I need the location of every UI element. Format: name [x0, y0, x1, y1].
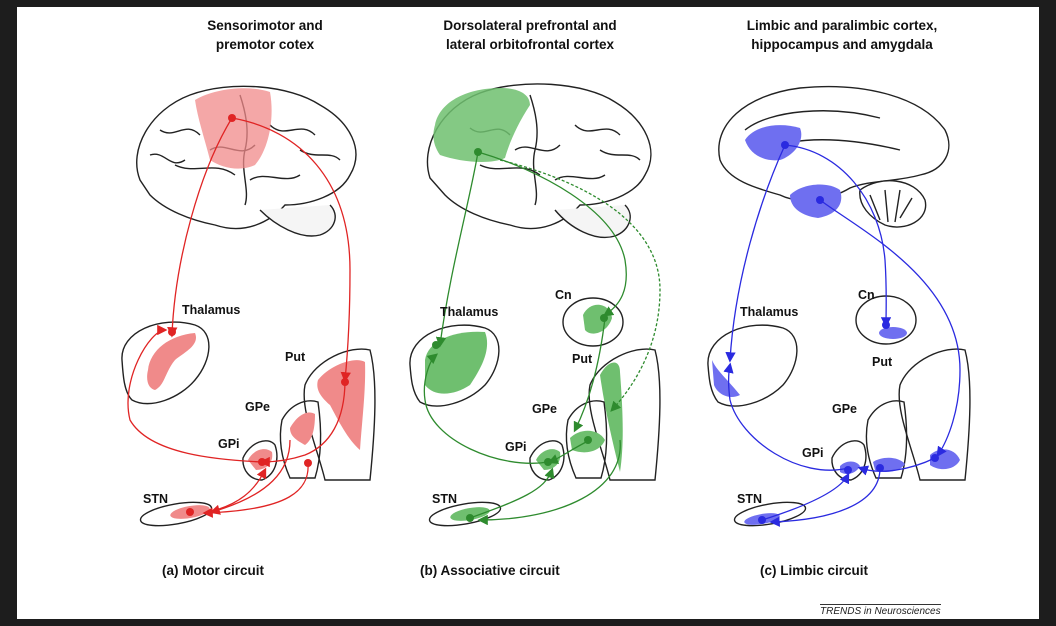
label-gpi-a: GPi — [218, 437, 240, 451]
title-b: Dorsolateral prefrontal and lateral orbi… — [410, 16, 650, 54]
gpi-c — [832, 441, 866, 480]
title-b-line-2: lateral orbitofrontal cortex — [410, 35, 650, 54]
motor-circuit — [122, 86, 375, 530]
title-c-line-2: hippocampus and amygdala — [712, 35, 972, 54]
label-thalamus-c: Thalamus — [740, 305, 798, 319]
title-c: Limbic and paralimbic cortex, hippocampu… — [712, 16, 972, 54]
caption-b: (b) Associative circuit — [420, 563, 560, 578]
putamen-b — [589, 349, 660, 480]
label-put-c: Put — [872, 355, 892, 369]
gpe-a — [280, 401, 320, 478]
label-gpe-a: GPe — [245, 400, 270, 414]
label-put-b: Put — [572, 352, 592, 366]
label-gpe-b: GPe — [532, 402, 557, 416]
label-cn-b: Cn — [555, 288, 572, 302]
label-stn-b: STN — [432, 492, 457, 506]
label-gpe-c: GPe — [832, 402, 857, 416]
label-gpi-b: GPi — [505, 440, 527, 454]
label-put-a: Put — [285, 350, 305, 364]
thalamus-a — [122, 322, 209, 404]
caption-c: (c) Limbic circuit — [760, 563, 868, 578]
caption-a: (a) Motor circuit — [162, 563, 264, 578]
caudate-b — [563, 298, 623, 346]
journal-credit: TRENDS in Neurosciences — [820, 604, 941, 617]
label-cn-c: Cn — [858, 288, 875, 302]
label-thalamus-a: Thalamus — [182, 303, 240, 317]
label-stn-a: STN — [143, 492, 168, 506]
title-a-line-1: Sensorimotor and — [175, 16, 355, 35]
title-b-line-1: Dorsolateral prefrontal and — [410, 16, 650, 35]
title-a: Sensorimotor and premotor cotex — [175, 16, 355, 54]
thalamus-c — [708, 325, 797, 406]
title-c-line-1: Limbic and paralimbic cortex, — [712, 16, 972, 35]
label-thalamus-b: Thalamus — [440, 305, 498, 319]
thalamus-b — [410, 325, 499, 406]
label-gpi-c: GPi — [802, 446, 824, 460]
title-a-line-2: premotor cotex — [175, 35, 355, 54]
label-stn-c: STN — [737, 492, 762, 506]
